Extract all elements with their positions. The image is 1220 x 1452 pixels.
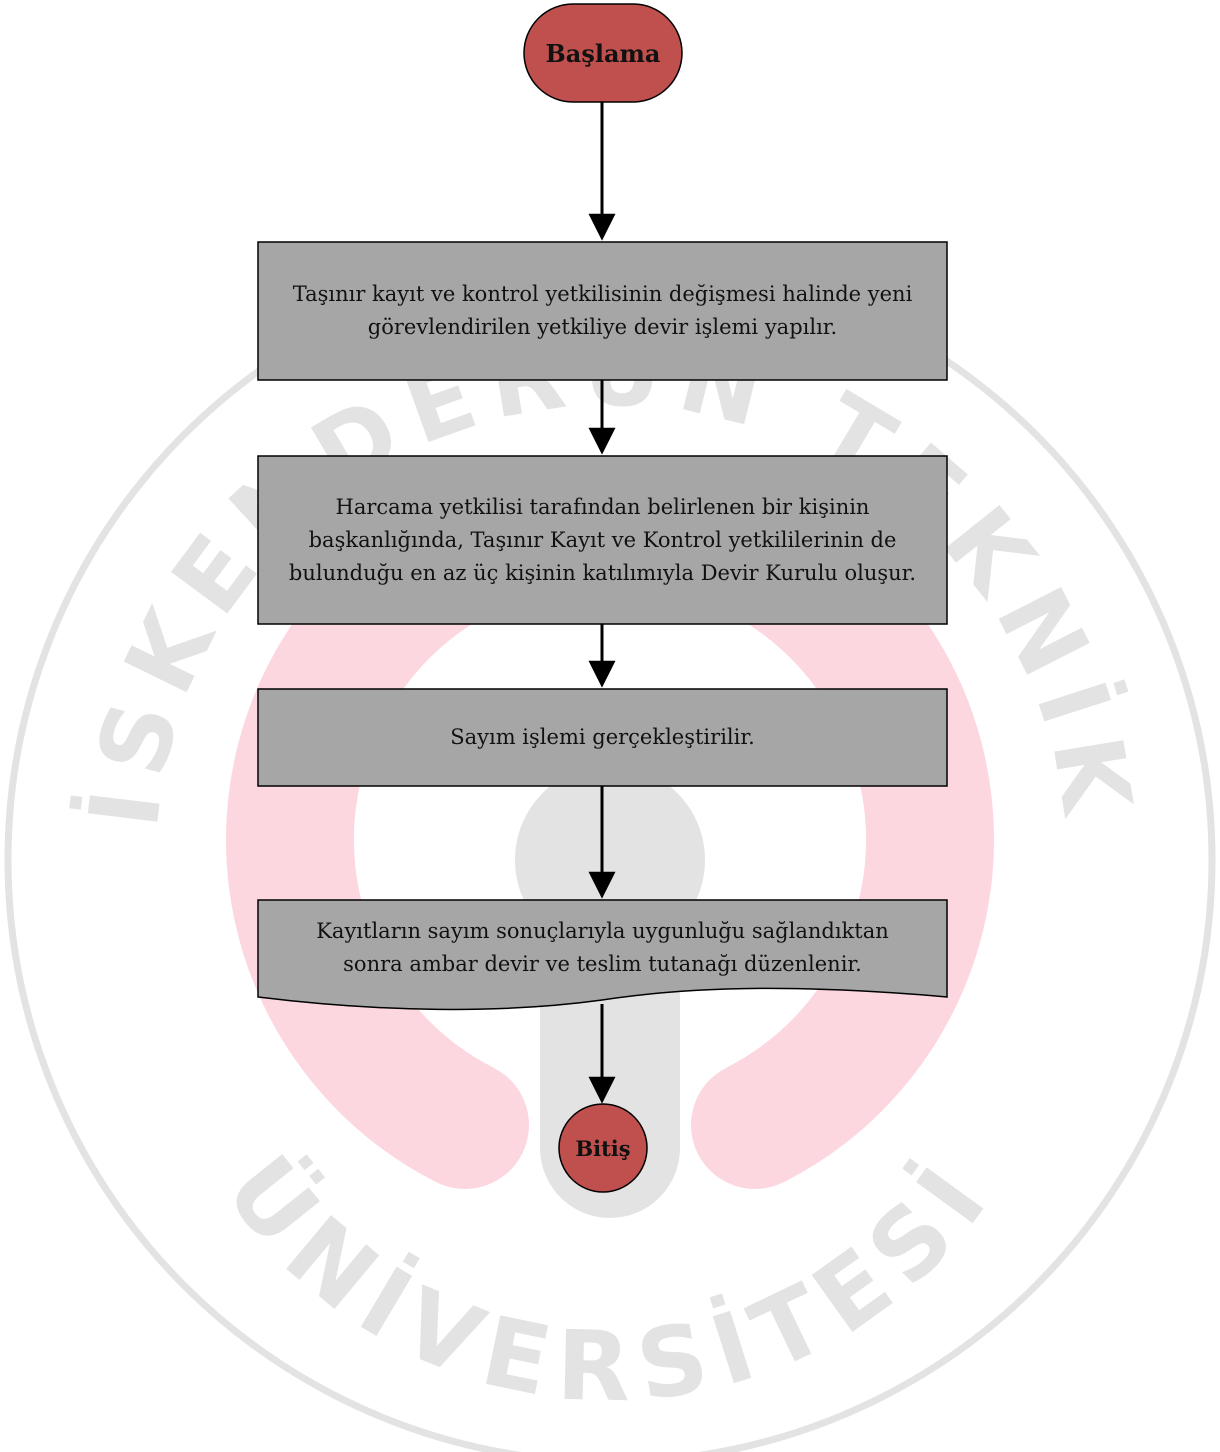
process-step-2-shape [257,455,948,625]
process-step-1-label: Taşınır kayıt ve kontrol yetkilisinin de… [292,282,913,339]
process-step-1-shape [257,241,948,381]
end-terminal-shape [558,1103,648,1193]
document-label: Kayıtların sayım sonuçlarıyla uygunluğu … [316,919,889,976]
document-shape [257,899,948,1011]
end-label: Bitiş [575,1135,631,1161]
start-label: Başlama [545,38,661,68]
process-step-2-label: Harcama yetkilisi tarafından belirlenen … [288,494,917,585]
process-step-3-label: Sayım işlemi gerçekleştirilir. [450,725,755,749]
